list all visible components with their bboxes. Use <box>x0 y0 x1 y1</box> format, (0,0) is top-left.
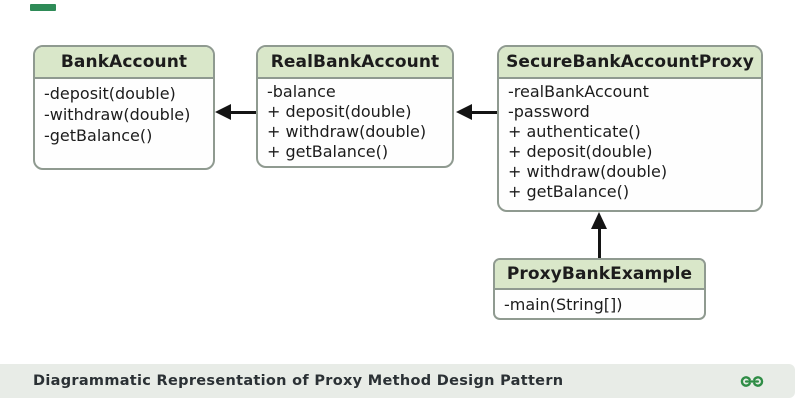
member-row: + withdraw(double) <box>508 162 668 181</box>
class-box-realbankaccount: RealBankAccount -balance + deposit(doubl… <box>256 45 454 168</box>
class-box-securebankaccountproxy: SecureBankAccountProxy -realBankAccount … <box>497 45 763 212</box>
member-row: + getBalance() <box>508 182 630 201</box>
brand-dash <box>30 4 56 11</box>
caption-text: Diagrammatic Representation of Proxy Met… <box>33 373 564 389</box>
class-members-securebankaccountproxy: -realBankAccount -password + authenticat… <box>499 79 761 202</box>
class-box-bankaccount: BankAccount -deposit(double) -withdraw(d… <box>33 45 215 170</box>
class-title-bankaccount: BankAccount <box>35 47 213 79</box>
class-title-securebankaccountproxy: SecureBankAccountProxy <box>499 47 761 79</box>
class-title-realbankaccount: RealBankAccount <box>258 47 452 79</box>
member-row: -withdraw(double) <box>44 105 191 124</box>
class-box-proxybankexample: ProxyBankExample -main(String[]) <box>493 258 706 320</box>
class-members-bankaccount: -deposit(double) -withdraw(double) -getB… <box>35 79 213 146</box>
arrow-shaft-proxy-to-realbank <box>470 111 497 114</box>
member-row: -realBankAccount <box>508 82 649 101</box>
arrow-shaft-example-to-proxy <box>598 227 601 258</box>
member-row: + authenticate() <box>508 122 641 141</box>
arrow-shaft-realbank-to-bankaccount <box>229 111 256 114</box>
member-row: -balance <box>267 82 336 101</box>
class-members-proxybankexample: -main(String[]) <box>495 290 704 315</box>
arrow-head-realbank-to-bankaccount-icon <box>215 104 231 120</box>
geeksforgeeks-logo-icon <box>740 376 764 387</box>
member-row: -deposit(double) <box>44 84 176 103</box>
arrow-head-proxy-to-realbank-icon <box>456 104 472 120</box>
arrow-head-example-to-proxy-icon <box>591 212 607 229</box>
caption-bar: Diagrammatic Representation of Proxy Met… <box>0 364 795 398</box>
member-row: -getBalance() <box>44 126 153 145</box>
member-row: + deposit(double) <box>267 102 412 121</box>
class-members-realbankaccount: -balance + deposit(double) + withdraw(do… <box>258 79 452 162</box>
member-row: -main(String[]) <box>504 295 623 314</box>
member-row: -password <box>508 102 590 121</box>
member-row: + deposit(double) <box>508 142 653 161</box>
member-row: + withdraw(double) <box>267 122 427 141</box>
member-row: + getBalance() <box>267 142 389 161</box>
class-title-proxybankexample: ProxyBankExample <box>495 260 704 290</box>
